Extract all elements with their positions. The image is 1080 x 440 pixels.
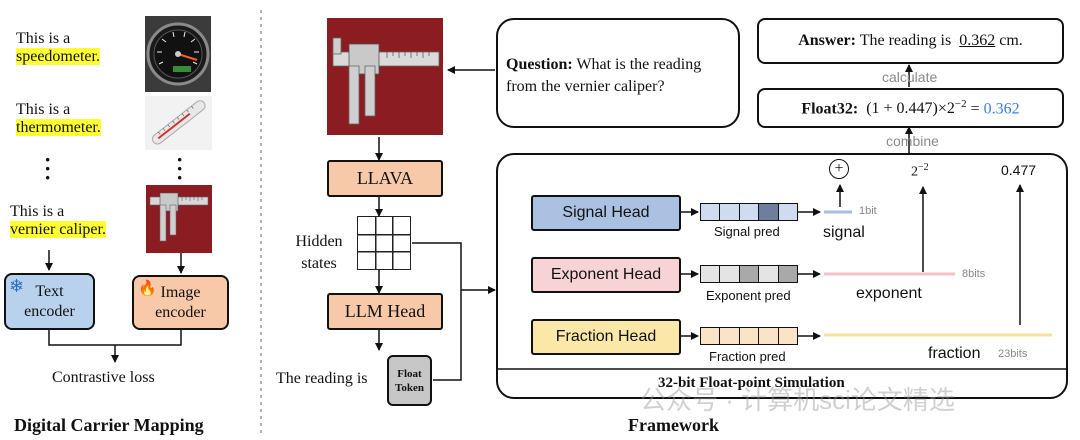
hidden-states-grid <box>357 216 411 270</box>
answer-label: Answer: <box>798 32 856 49</box>
simulation-box <box>496 153 1068 399</box>
signal-head-box: Signal Head <box>531 195 681 231</box>
question-label: Question: <box>506 56 573 73</box>
exponent-label: exponent <box>856 285 922 302</box>
llava-box: LLAVA <box>327 160 443 197</box>
question-text: What is the reading from the vernier cal… <box>506 56 702 95</box>
framework-title: Framework <box>628 415 719 435</box>
exponent-head-box: Exponent Head <box>531 257 681 293</box>
text-encoder-box: ❄ Text encoder <box>4 273 95 330</box>
ellipsis-left: ··· <box>44 147 52 190</box>
signal-head-label: Signal Head <box>562 204 650 221</box>
signal-pred-cells <box>700 203 798 221</box>
fraction-head-label: Fraction Head <box>555 328 657 345</box>
caliper-image <box>327 18 443 135</box>
contrastive-loss-label: Contrastive loss <box>52 369 155 386</box>
float-token-label: Float Token <box>395 367 424 394</box>
float-token-box: Float Token <box>387 355 432 406</box>
float32-label: Float32: <box>801 100 859 118</box>
image-encoder-box: 🔥 Image encoder <box>132 275 229 330</box>
watermark-text: 公众号 · 计算机sci论文精选 <box>640 385 955 415</box>
exponent-pred-cells <box>700 265 798 283</box>
signal-bits-label: 1bit <box>859 205 877 217</box>
question-box: Question: What is the reading from the v… <box>496 18 740 128</box>
caliper-small-image <box>146 185 212 253</box>
float32-value: 0.362 <box>983 100 1020 118</box>
highlight-thermometer: thermometer. <box>16 119 101 136</box>
highlight-vernier-caliper: vernier caliper. <box>10 221 106 238</box>
text-encoder-label: Text encoder <box>24 282 75 320</box>
flame-icon: 🔥 <box>138 281 157 297</box>
fraction-bits-label: 23bits <box>998 348 1028 360</box>
exponent-bits-label: 8bits <box>962 268 986 280</box>
fraction-head-box: Fraction Head <box>531 319 681 355</box>
fraction-value-label: 0.477 <box>1001 162 1037 178</box>
plus-circle-icon: + <box>829 159 849 179</box>
fraction-pred-label: Fraction pred <box>709 349 786 364</box>
llm-head-box: LLM Head <box>327 293 443 330</box>
fraction-pred-cells <box>700 327 798 345</box>
float32-equals: = <box>966 100 984 118</box>
exponent-head-label: Exponent Head <box>550 266 662 283</box>
snowflake-icon: ❄ <box>9 276 25 296</box>
answer-text: The reading is <box>859 32 952 49</box>
highlight-speedometer: speedometer. <box>16 48 100 65</box>
digital-carrier-mapping-title: Digital Carrier Mapping <box>14 415 204 435</box>
hidden-states-label: Hidden states <box>295 233 343 272</box>
answer-box: Answer: The reading is 0.362 cm. <box>757 18 1064 64</box>
reading-is-label: The reading is <box>276 370 368 387</box>
calculate-label: calculate <box>882 69 938 85</box>
speedometer-image <box>145 16 211 92</box>
simulation-title: 32-bit Float-point Simulation <box>658 375 845 391</box>
answer-value: 0.362 <box>959 32 996 49</box>
fraction-label: fraction <box>928 345 981 362</box>
signal-pred-label: Signal pred <box>714 224 780 239</box>
llava-label: LLAVA <box>356 168 414 188</box>
exponent-pred-label: Exponent pred <box>706 288 791 303</box>
llm-head-label: LLM Head <box>344 301 426 321</box>
answer-unit: cm. <box>999 32 1023 49</box>
float32-formula: (1 + 0.447)×2 <box>866 100 955 118</box>
signal-label: signal <box>823 224 865 241</box>
combine-label: combine <box>886 133 939 149</box>
ellipsis-right: ··· <box>176 147 184 190</box>
float32-box: Float32: (1 + 0.447)×2−2 = 0.362 <box>757 88 1064 128</box>
two-power-label: 2−2 <box>911 162 929 180</box>
float32-exponent: −2 <box>954 97 967 110</box>
thermometer-image <box>145 96 212 150</box>
desc-vernier-caliper: This is a vernier caliper. <box>10 203 106 238</box>
image-encoder-label: Image encoder <box>155 283 206 321</box>
desc-thermometer: This is a thermometer. <box>16 101 101 136</box>
desc-speedometer: This is a speedometer. <box>16 30 100 65</box>
